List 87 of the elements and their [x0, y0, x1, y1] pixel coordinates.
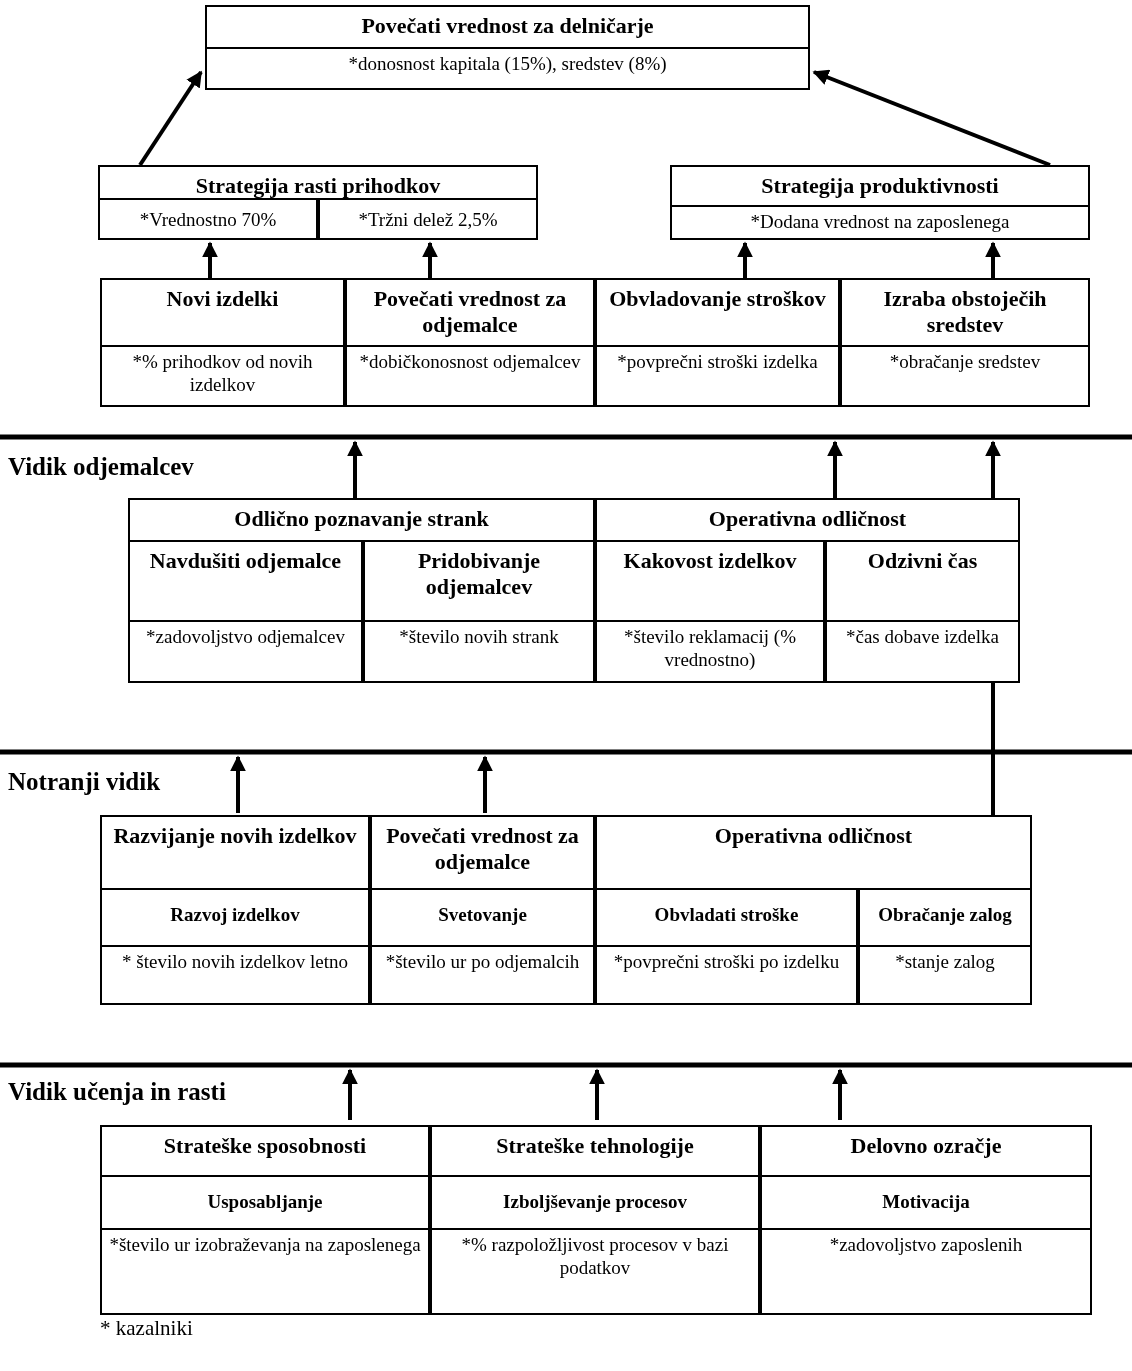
section-heading: Vidik učenja in rasti — [8, 1078, 226, 1106]
objective-box — [595, 498, 1020, 683]
heading-text: Strategija produktivnosti — [760, 172, 1000, 200]
heading-text: Svetovanje — [437, 903, 528, 927]
measure-text: *dobičkonosnost odjemalcev — [347, 345, 593, 405]
heading-text: Odzivni čas — [866, 547, 979, 575]
heading-text: Obračanje zalog — [877, 903, 1013, 927]
arrow — [477, 755, 493, 813]
objective-box — [595, 540, 825, 683]
objective-box — [670, 165, 1090, 240]
heading-text: Strateške tehnologije — [495, 1132, 695, 1160]
heading-text: Navdušiti odjemalce — [148, 547, 343, 575]
objective-box — [128, 498, 595, 683]
objective-box — [595, 888, 858, 1005]
measure-text: *zadovoljstvo odjemalcev — [130, 620, 361, 681]
heading-text: Razvijanje novih izdelkov — [112, 822, 358, 850]
objective-box — [98, 198, 318, 240]
measure-text: *čas dobave izdelka — [827, 620, 1018, 681]
arrow — [138, 70, 203, 167]
measure-text: *Vrednostno 70% — [138, 208, 278, 232]
measure-text: *število reklamacij (% vrednostno) — [597, 620, 823, 681]
measure-text: *% razpoložljivost procesov v bazi podatkov — [432, 1228, 758, 1313]
measure-text: *število novih strank — [365, 620, 593, 681]
heading-text: Obvladati stroške — [653, 903, 800, 927]
measure-text: *povprečni stroški izdelka — [597, 345, 838, 405]
objective-box — [840, 278, 1090, 407]
heading-text: Povečati vrednost za odjemalce — [372, 285, 568, 339]
objective-box — [595, 278, 840, 407]
arrow — [985, 241, 1001, 278]
heading-text: Odlično poznavanje strank — [233, 505, 490, 533]
objective-box — [363, 540, 595, 683]
arrow — [202, 241, 218, 278]
objective-box — [430, 1125, 760, 1315]
objective-box — [760, 1125, 1092, 1315]
measure-text: *zadovoljstvo zaposlenih — [762, 1228, 1090, 1313]
objective-box — [345, 278, 595, 407]
heading-text: Izboljševanje procesov — [502, 1190, 688, 1214]
heading-text: Novi izdelki — [165, 285, 280, 313]
objective-box — [205, 5, 810, 90]
measure-text: * število novih izdelkov letno — [102, 945, 368, 1003]
objective-box — [318, 198, 538, 240]
measure-text: *povprečni stroški po izdelku — [597, 945, 856, 1003]
heading-text: Obvladovanje stroškov — [608, 285, 827, 313]
connector-line — [991, 683, 995, 815]
objective-box — [100, 1125, 430, 1315]
objective-box — [128, 540, 363, 683]
arrow — [230, 755, 246, 813]
measure-text: *obračanje sredstev — [842, 345, 1088, 405]
objective-box — [100, 278, 345, 407]
heading-text: Motivacija — [881, 1190, 971, 1214]
arrow — [832, 1068, 848, 1120]
heading-text: Usposabljanje — [206, 1190, 324, 1214]
heading-text: Strateške sposobnosti — [162, 1132, 368, 1160]
objective-box — [595, 815, 1032, 1005]
measure-text: *Dodana vrednost na zaposlenega — [672, 205, 1088, 238]
measure-text: *število ur izobraževanja na zaposlenega — [102, 1228, 428, 1313]
arrow — [812, 69, 1051, 167]
objective-box — [98, 165, 538, 240]
measure-text: *Tržni delež 2,5% — [357, 208, 499, 232]
footnote-text: * kazalniki — [100, 1316, 193, 1341]
heading-text: Povečati vrednost za delničarje — [360, 12, 655, 40]
objective-box — [825, 540, 1020, 683]
objective-box — [100, 815, 370, 1005]
heading-text: Operativna odličnost — [713, 822, 914, 850]
measure-text: *% prihodkov od novih izdelkov — [102, 345, 343, 405]
section-heading: Notranji vidik — [8, 768, 161, 796]
heading-text: Operativna odličnost — [707, 505, 908, 533]
section-heading: Vidik odjemalcev — [8, 453, 194, 481]
heading-text: Strategija rasti prihodkov — [194, 172, 442, 200]
arrow — [422, 241, 438, 278]
measure-text: *donosnost kapitala (15%), sredstev (8%) — [207, 47, 808, 88]
arrow — [589, 1068, 605, 1120]
heading-text: Delovno ozračje — [849, 1132, 1003, 1160]
objective-box — [858, 888, 1032, 1005]
arrow — [827, 440, 843, 498]
heading-text: Kakovost izdelkov — [622, 547, 798, 575]
heading-text: Izraba obstoječih sredstev — [882, 285, 1048, 339]
arrow — [342, 1068, 358, 1120]
objective-box — [370, 815, 595, 1005]
heading-text: Razvoj izdelkov — [169, 903, 301, 927]
measure-text: *število ur po odjemalcih — [372, 945, 593, 1003]
arrow — [737, 241, 753, 278]
arrow — [985, 440, 1001, 498]
arrow — [347, 440, 363, 498]
heading-text: Povečati vrednost za odjemalce — [385, 822, 580, 876]
measure-text: *stanje zalog — [860, 945, 1030, 1003]
heading-text: Pridobivanje odjemalcev — [416, 547, 542, 601]
